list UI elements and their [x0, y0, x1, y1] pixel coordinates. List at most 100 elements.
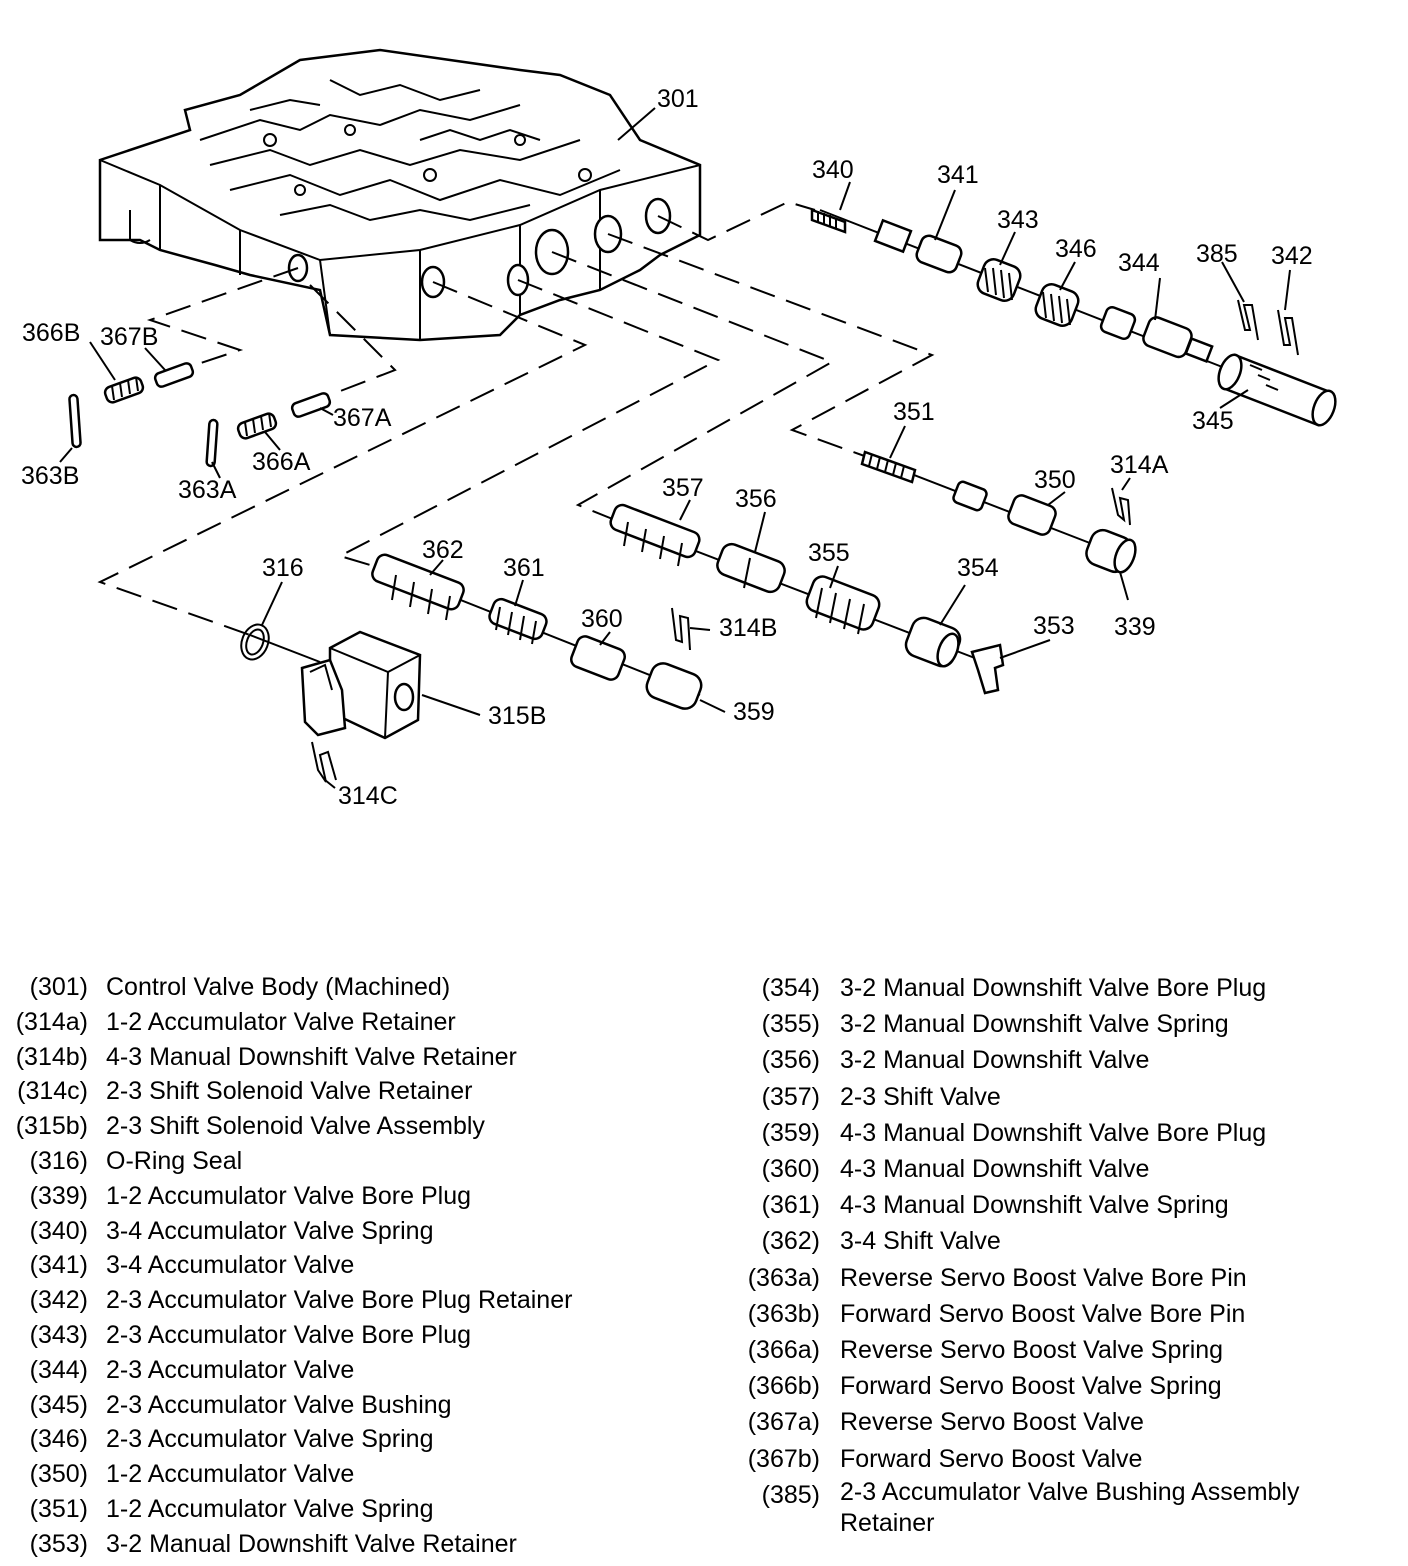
- legend-item-description: 4-3 Manual Downshift Valve Bore Plug: [840, 1118, 1267, 1147]
- solenoid-315b: [300, 630, 422, 740]
- callout-351: 351: [893, 398, 935, 426]
- spring-361: [488, 597, 548, 645]
- pin-363a: [205, 418, 219, 468]
- legend-item-description: Reverse Servo Boost Valve Bore Pin: [840, 1263, 1247, 1292]
- retainer-314b: [671, 607, 691, 651]
- retainer-342: [1277, 309, 1299, 356]
- callout-316: 316: [262, 554, 304, 582]
- legend-item-number: (316): [29, 1146, 88, 1175]
- path-line-servo-a: [309, 284, 397, 396]
- legend-item-description: 2-3 Accumulator Valve Bushing Assembly R…: [840, 1477, 1300, 1537]
- legend-item: (361) 4-3 Manual Downshift Valve Spring: [730, 1187, 1380, 1223]
- legend-item: (316) O-Ring Seal: [4, 1144, 716, 1179]
- legend-item-description: 3-2 Manual Downshift Valve Bore Plug: [840, 974, 1267, 1002]
- callout-366b: 366B: [22, 319, 80, 347]
- legend-item: (314c) 2-3 Shift Solenoid Valve Retainer: [4, 1074, 716, 1109]
- callout-346: 346: [1055, 235, 1097, 263]
- retainer-385: [1237, 299, 1259, 341]
- spring-340: [810, 208, 847, 234]
- o-ring-316: [240, 623, 270, 661]
- path-line-solenoid: [97, 281, 588, 636]
- legend-item-description: Control Valve Body (Machined): [106, 973, 451, 1001]
- legend-item-description: 2-3 Accumulator Valve Bore Plug: [106, 1320, 472, 1349]
- legend-item-number: (314a): [15, 1007, 88, 1036]
- legend-item-number: (344): [29, 1355, 88, 1384]
- valve-341: [873, 218, 963, 274]
- legend-item-number: (356): [761, 1046, 820, 1075]
- legend-item-description: 2-3 Accumulator Valve Bushing: [106, 1390, 452, 1419]
- legend-item: (301) Control Valve Body (Machined): [4, 970, 716, 1005]
- retainer-353: [970, 643, 1005, 695]
- legend-item: (350)1-2 Accumulator Valve: [4, 1457, 716, 1492]
- legend-item: (366a)Reverse Servo Boost Valve Spring: [730, 1332, 1380, 1368]
- legend-item-description: 3-2 Manual Downshift Valve Retainer: [106, 1529, 517, 1558]
- path-line-servo-b: [146, 267, 299, 376]
- legend-item-description: 3-4 Shift Valve: [840, 1227, 1001, 1256]
- legend-item-description: 1-2 Accumulator Valve Bore Plug: [106, 1181, 472, 1210]
- legend-item-description: 2-3 Accumulator Valve Bore Plug Retainer: [106, 1286, 573, 1315]
- callout-314c: 314C: [338, 782, 398, 810]
- legend-item-number: (350): [29, 1460, 88, 1489]
- legend-item-description: Reverse Servo Boost Valve: [840, 1408, 1144, 1437]
- legend-item-description: 1-2 Accumulator Valve Spring: [106, 1494, 434, 1523]
- legend-item-number: (345): [29, 1390, 88, 1419]
- legend-item: (353)3-2 Manual Downshift Valve Retainer: [4, 1527, 716, 1562]
- legend-item: (356) 3-2 Manual Downshift Valve: [730, 1042, 1380, 1078]
- legend-item-number: (301): [29, 973, 88, 1001]
- callout-344: 344: [1118, 249, 1160, 277]
- legend-item-number: (363b): [747, 1299, 820, 1328]
- legend-item: (351)1-2 Accumulator Valve Spring: [4, 1492, 716, 1527]
- callout-367a: 367A: [333, 404, 392, 432]
- valve-362: [371, 553, 465, 621]
- legend-item-number: (367a): [747, 1408, 820, 1437]
- path-line-shift-valve: [337, 279, 721, 569]
- legend-item-number: (314b): [15, 1042, 88, 1071]
- legend-item-number: (354): [761, 974, 820, 1002]
- legend-item: (314b) 4-3 Manual Downshift Valve Retaine…: [4, 1040, 716, 1075]
- legend-item-description: 4-3 Manual Downshift Valve Spring: [840, 1191, 1229, 1220]
- valve-367a: [290, 392, 332, 418]
- path-line-accumulator-34: [657, 200, 816, 242]
- legend-item: (342) 2-3 Accumulator Valve Bore Plug Ret…: [4, 1283, 716, 1318]
- legend-item-number: (361): [761, 1191, 820, 1220]
- legend-item-number: (339): [29, 1181, 88, 1210]
- callout-350: 350: [1034, 466, 1076, 494]
- legend-item: (367a) Reverse Servo Boost Valve: [730, 1404, 1380, 1440]
- legend-item-description: O-Ring Seal: [106, 1146, 243, 1175]
- plug-343: [976, 258, 1022, 302]
- legend-item-number: (314c): [17, 1077, 88, 1106]
- callout-343: 343: [997, 206, 1039, 234]
- legend-item-number: (342): [29, 1286, 88, 1315]
- legend-item-description: 4-3 Manual Downshift Valve Retainer: [106, 1042, 517, 1071]
- callout-353: 353: [1033, 612, 1075, 640]
- retainer-314c: [311, 741, 337, 783]
- legend-item-description: 3-4 Accumulator Valve: [106, 1251, 355, 1280]
- plug-359: [645, 662, 703, 710]
- callout-363a: 363A: [178, 476, 237, 504]
- legend-item-description: 2-3 Shift Valve: [840, 1082, 1001, 1111]
- legend-item: (341)3-4 Accumulator Valve: [4, 1248, 716, 1283]
- legend-item: (345) 2-3 Accumulator Valve Bushing: [4, 1388, 716, 1423]
- legend-item-description: 3-2 Manual Downshift Valve Spring: [840, 1010, 1229, 1039]
- valve-356: [716, 542, 786, 594]
- legend-item-number: (362): [761, 1227, 820, 1256]
- callout-314b: 314B: [719, 614, 777, 642]
- legend-item: (357)2-3 Shift Valve: [730, 1079, 1380, 1115]
- valve-367b: [153, 362, 195, 388]
- legend-item-number: (363a): [747, 1263, 820, 1292]
- callout-340: 340: [812, 156, 854, 184]
- legend-item-number: (385): [761, 1480, 820, 1509]
- callout-341: 341: [937, 161, 979, 189]
- legend-item: (315b) 2-3 Shift Solenoid Valve Assembly: [4, 1109, 716, 1144]
- legend-item-number: (360): [761, 1155, 820, 1184]
- legend-item-number: (315b): [15, 1112, 88, 1141]
- callout-301: 301: [657, 85, 699, 113]
- legend-item-description: 2-3 Shift Solenoid Valve Retainer: [106, 1077, 473, 1106]
- path-line-accumulator-12: [607, 233, 935, 459]
- legend-item: (359)4-3 Manual Downshift Valve Bore Plu…: [730, 1115, 1380, 1151]
- valve-357: [609, 503, 701, 567]
- valve-360: [570, 635, 626, 681]
- callout-354: 354: [957, 554, 999, 582]
- legend-item-description: 3-2 Manual Downshift Valve: [840, 1046, 1150, 1075]
- legend-item-description: 2-3 Shift Solenoid Valve Assembly: [106, 1112, 485, 1141]
